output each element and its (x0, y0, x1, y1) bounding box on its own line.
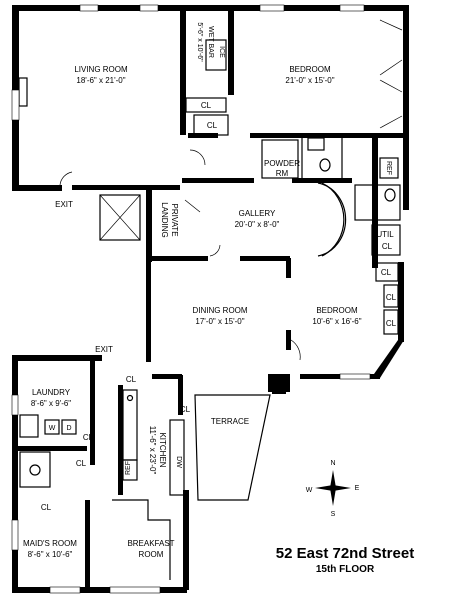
room-labels: LIVING ROOM 18'-6" x 21'-0" WET BAR 5'-6… (23, 22, 394, 559)
closet-label: CL (180, 405, 191, 414)
floor-label: 15th FLOOR (315, 564, 375, 575)
closet-labels: CL CL CL CL CL CL CL CL CL CL CL (41, 101, 397, 512)
washer-label: W (49, 425, 56, 432)
private-landing-line2: LANDING (160, 202, 169, 238)
compass-w: W (306, 487, 313, 494)
closet-label: CL (382, 242, 393, 251)
private-landing-line1: PRIVATE (170, 203, 179, 236)
gallery-dims: 20'-0" x 8'-0" (235, 220, 280, 229)
closet-label: CL (381, 268, 392, 277)
ref-label: REF (125, 461, 132, 475)
address-title: 52 East 72nd Street (275, 545, 415, 562)
ref-label: REF (385, 161, 392, 175)
wet-bar-dims: 5'-6" x 10'-6" (196, 22, 203, 62)
compass-cross-icon (315, 485, 351, 491)
util-name: UTIL (376, 230, 394, 239)
living-room-name: LIVING ROOM (74, 65, 128, 74)
kitchen-dims: 11'-6" x 23'-0" (148, 426, 157, 475)
dryer-label: D (66, 425, 71, 432)
maids-room-dims: 8'-6" x 10'-6" (28, 550, 73, 559)
fixture-labels: ICE REF REF DW W D (49, 46, 392, 475)
closet-label: CL (41, 503, 52, 512)
bedroom-main-name: BEDROOM (289, 65, 331, 74)
closet-label: CL (386, 319, 397, 328)
closet-label: CL (126, 375, 137, 384)
living-room-dims: 18'-6" x 21'-0" (76, 76, 125, 85)
exit-labels: EXIT EXIT (55, 200, 113, 354)
powder-rm-line1: POWDER (264, 159, 300, 168)
closet-label: CL (207, 121, 218, 130)
interior-lines (11, 4, 403, 594)
laundry-dims: 8'-6" x 9'-6" (31, 399, 71, 408)
gallery-name: GALLERY (239, 209, 276, 218)
closet-label: CL (83, 433, 94, 442)
compass-s: S (331, 511, 336, 518)
ice-label: ICE (218, 46, 225, 58)
kitchen-name: KITCHEN (158, 432, 167, 467)
exit-label: EXIT (95, 345, 113, 354)
breakfast-room-line2: ROOM (139, 550, 164, 559)
terrace-name: TERRACE (211, 417, 249, 426)
compass-n: N (330, 460, 335, 467)
plan-caption: 52 East 72nd Street 15th FLOOR (250, 545, 440, 576)
compass-e: E (355, 485, 360, 492)
bedroom-second-name: BEDROOM (316, 306, 358, 315)
bedroom-main-dims: 21'-0" x 15'-0" (285, 76, 334, 85)
bedroom-second-dims: 10'-6" x 16'-6" (312, 317, 361, 326)
exit-label: EXIT (55, 200, 73, 209)
dining-room-dims: 17'-0" x 15'-0" (195, 317, 244, 326)
wet-bar-name: WET BAR (207, 26, 214, 58)
powder-rm-line2: RM (276, 169, 289, 178)
laundry-name: LAUNDRY (32, 388, 71, 397)
compass-rose: N S E W (306, 460, 360, 518)
breakfast-room-line1: BREAKFAST (127, 539, 174, 548)
closet-label: CL (386, 293, 397, 302)
closet-label: CL (201, 101, 212, 110)
walls (12, 5, 409, 593)
maids-room-name: MAID'S ROOM (23, 539, 77, 548)
closet-label: CL (76, 459, 87, 468)
dw-label: DW (175, 456, 182, 468)
dining-room-name: DINING ROOM (192, 306, 247, 315)
